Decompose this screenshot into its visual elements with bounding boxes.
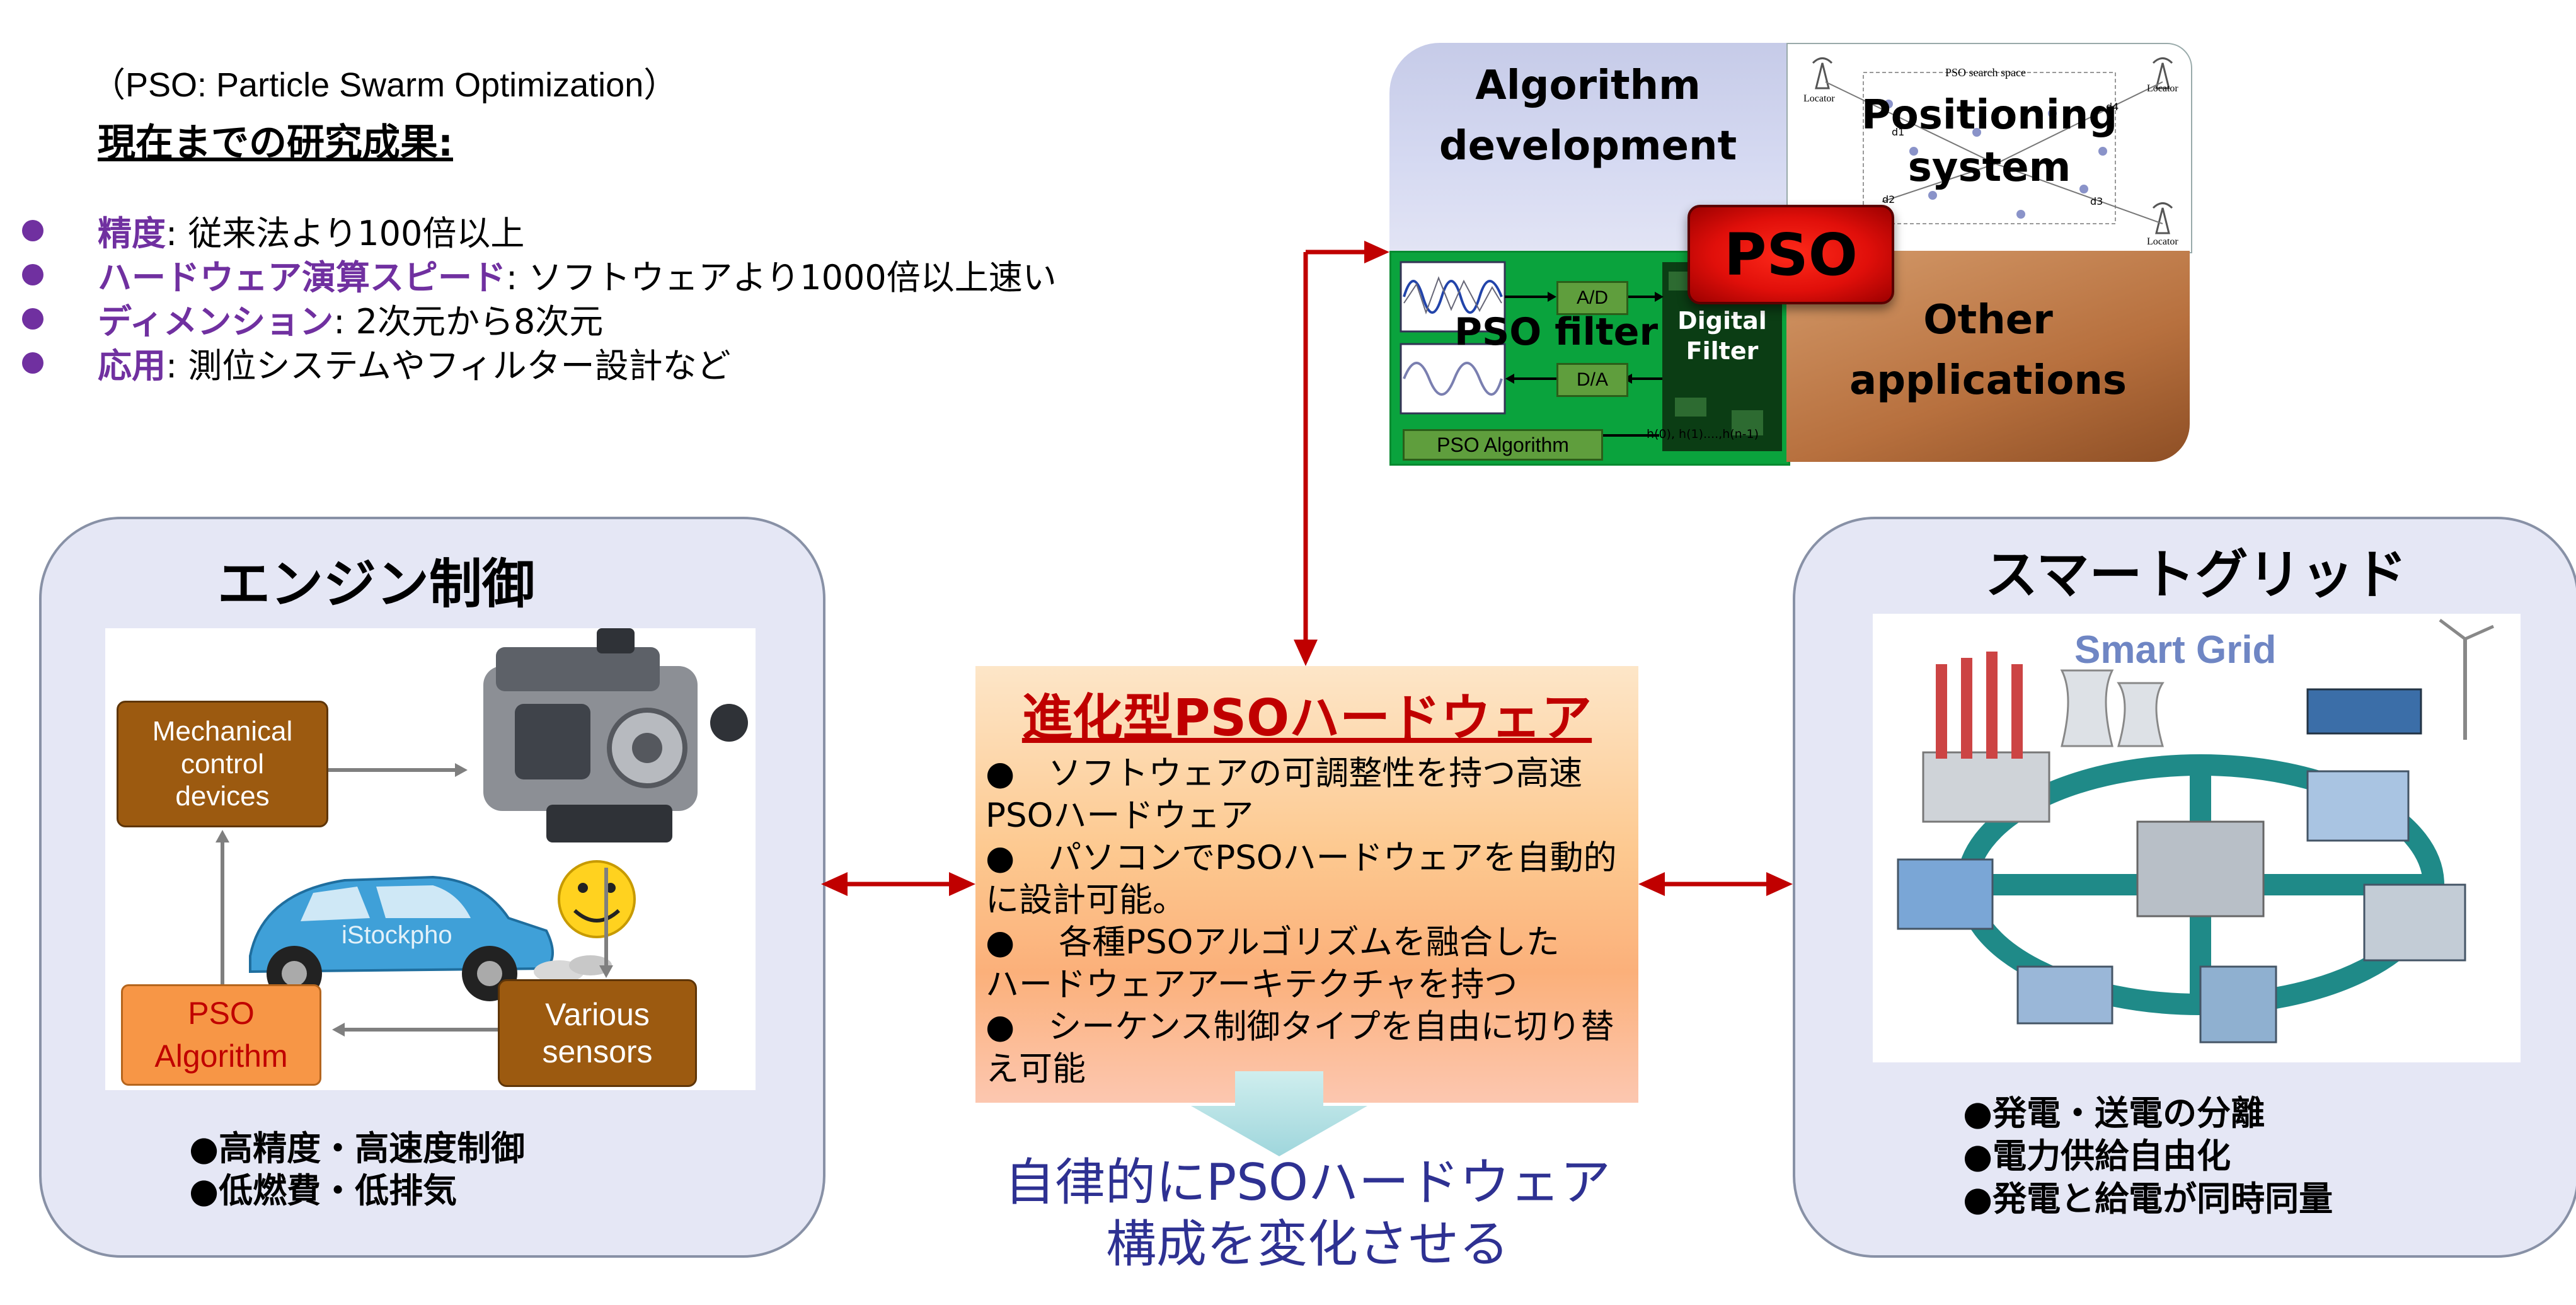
digital-line1: Digital <box>1677 307 1767 335</box>
pso-algorithm-box: PSO Algorithm <box>121 984 321 1086</box>
result-bullet-dimension: ディメンション : 2次元から8次元 <box>22 294 603 343</box>
bullet-icon <box>22 308 43 330</box>
arrow-center-to-cluster <box>1294 241 1389 666</box>
digital-filter-label: Digital Filter <box>1662 306 1782 366</box>
algorithm-title: Algorithm development <box>1389 55 1786 176</box>
center-title: 進化型PSOハードウェア <box>1021 689 1592 747</box>
center-line-7: ● シーケンス制御タイプを自由に切り替 <box>986 1008 1614 1046</box>
pso-badge: PSO <box>1688 205 1894 304</box>
pso-line2: Algorithm <box>154 1038 288 1074</box>
grid-note-1: ●発電・送電の分離 <box>1963 1093 2265 1133</box>
center-line-8: え可能 <box>986 1050 1086 1088</box>
digital-line2: Filter <box>1686 336 1759 365</box>
bullet-text: : 測位システムやフィルター設計など <box>166 346 731 386</box>
arrow-engine-center <box>821 872 975 896</box>
center-line-4: に設計可能。 <box>986 881 1186 919</box>
search-space-label: PSO search space <box>1945 66 2026 79</box>
center-line-1: ● ソフトウェアの可調整性を持つ高速 <box>986 754 1583 793</box>
sensors-line2: sensors <box>542 1033 653 1069</box>
bullet-key: ハードウェア演算スピード <box>98 258 506 297</box>
bullet-key: ディメンション <box>98 302 334 342</box>
center-line-6: ハードウェアアーキテクチャを持つ <box>986 965 1518 1004</box>
other-line1: Other <box>1923 297 2053 343</box>
pso-filter-title: PSO filter <box>1454 310 1659 354</box>
grid-note-3: ●発電と給電が同時同量 <box>1963 1179 2333 1219</box>
positioning-title: Positioning system <box>1788 89 2191 194</box>
result-bullet-speed: ハードウェア演算スピード : ソフトウェアより1000倍以上速い <box>22 250 1057 299</box>
bullet-icon <box>22 352 43 374</box>
locator-label-2: Locator <box>2147 83 2178 94</box>
result-bullet-application: 応用 : 測位システムやフィルター設計など <box>22 338 731 388</box>
bullet-key: 精度 <box>98 214 166 253</box>
center-line-2: PSOハードウェア <box>986 796 1254 835</box>
engine-panel-title: エンジン制御 <box>217 553 536 615</box>
bottom-line-2: 構成を変化させる <box>1106 1214 1509 1273</box>
bullet-text: : ソフトウェアより1000倍以上速い <box>506 258 1057 297</box>
various-sensors-box: Various sensors <box>498 979 697 1087</box>
positioning-graphics <box>1812 57 2173 234</box>
engine-note-2: ●低燃費・低排気 <box>189 1171 457 1210</box>
filter-coefficients: h(0), h(1)....,h(n-1) <box>1647 427 1759 441</box>
engine-icon <box>483 628 748 842</box>
locator-label-1: Locator <box>1803 93 1835 104</box>
positioning-line1: Positioning <box>1861 92 2118 139</box>
evolutionary-pso-hardware-box: 進化型PSOハードウェア ● ソフトウェアの可調整性を持つ高速 PSOハードウェ… <box>975 666 1638 1103</box>
positioning-line2: system <box>1907 144 2071 192</box>
bullet-key: 応用 <box>98 346 166 386</box>
sensors-line1: Various <box>545 996 650 1032</box>
other-title: Other applications <box>1786 290 2190 411</box>
distance-d2: d2 <box>1882 193 1895 205</box>
bullet-text: : 従来法より100倍以上 <box>166 214 525 253</box>
mechanical-line3: devices <box>175 781 270 812</box>
bottom-statement: 自律的にPSOハードウェア 構成を変化させる <box>945 1152 1670 1275</box>
pso-definition: （PSO: Particle Swarm Optimization） <box>91 66 678 104</box>
bullet-text: : 2次元から8次元 <box>333 302 604 342</box>
center-line-3: ● パソコンでPSOハードウェアを自動的 <box>986 839 1617 877</box>
algorithm-line1: Algorithm <box>1475 62 1701 109</box>
algorithm-line2: development <box>1439 123 1737 170</box>
results-title: 現在までの研究成果: <box>98 121 453 165</box>
buildings-icon <box>1897 619 2495 1043</box>
mechanical-line1: Mechanical <box>152 715 293 747</box>
stock-watermark: iStockpho <box>342 921 452 949</box>
bottom-line-1: 自律的にPSOハードウェア <box>1004 1153 1611 1212</box>
smart-grid-label: Smart Grid <box>2074 628 2277 672</box>
algorithm-development-quadrant: Algorithm development <box>1389 43 1786 251</box>
grid-note-2: ●電力供給自由化 <box>1963 1136 2231 1176</box>
engine-note-1: ●高精度・高速度制御 <box>189 1129 526 1168</box>
distance-d4: d4 <box>2106 101 2119 113</box>
result-bullet-accuracy: 精度 : 従来法より100倍以上 <box>22 205 524 255</box>
pso-algorithm-bar: PSO Algorithm <box>1403 429 1603 461</box>
locator-label-3: Locator <box>2147 236 2178 247</box>
pso-line1: PSO <box>188 996 255 1031</box>
other-line2: applications <box>1849 357 2127 404</box>
locator-icon <box>1812 57 2173 234</box>
bullet-icon <box>22 263 43 285</box>
smart-grid-image: Smart Grid <box>1873 614 2521 1062</box>
distance-d3: d3 <box>2090 195 2103 207</box>
ad-converter-box: A/D <box>1556 281 1628 315</box>
engine-diagram: iStockpho Mechanical control devices PSO… <box>105 628 756 1090</box>
center-line-5: ● 各種PSOアルゴリズムを融合した <box>986 923 1560 962</box>
da-converter-box: D/A <box>1556 363 1628 397</box>
mechanical-control-box: Mechanical control devices <box>117 701 328 827</box>
arrow-center-grid <box>1638 872 1793 896</box>
down-arrow-icon <box>1191 1071 1367 1156</box>
smart-grid-panel-title: スマートグリッド <box>1985 544 2407 606</box>
mechanical-line2: control <box>180 748 265 779</box>
smart-grid-graphics <box>1897 619 2495 1043</box>
distance-d1: d1 <box>1892 126 1905 138</box>
flow-arrows <box>216 763 613 1037</box>
bullet-icon <box>22 219 43 241</box>
